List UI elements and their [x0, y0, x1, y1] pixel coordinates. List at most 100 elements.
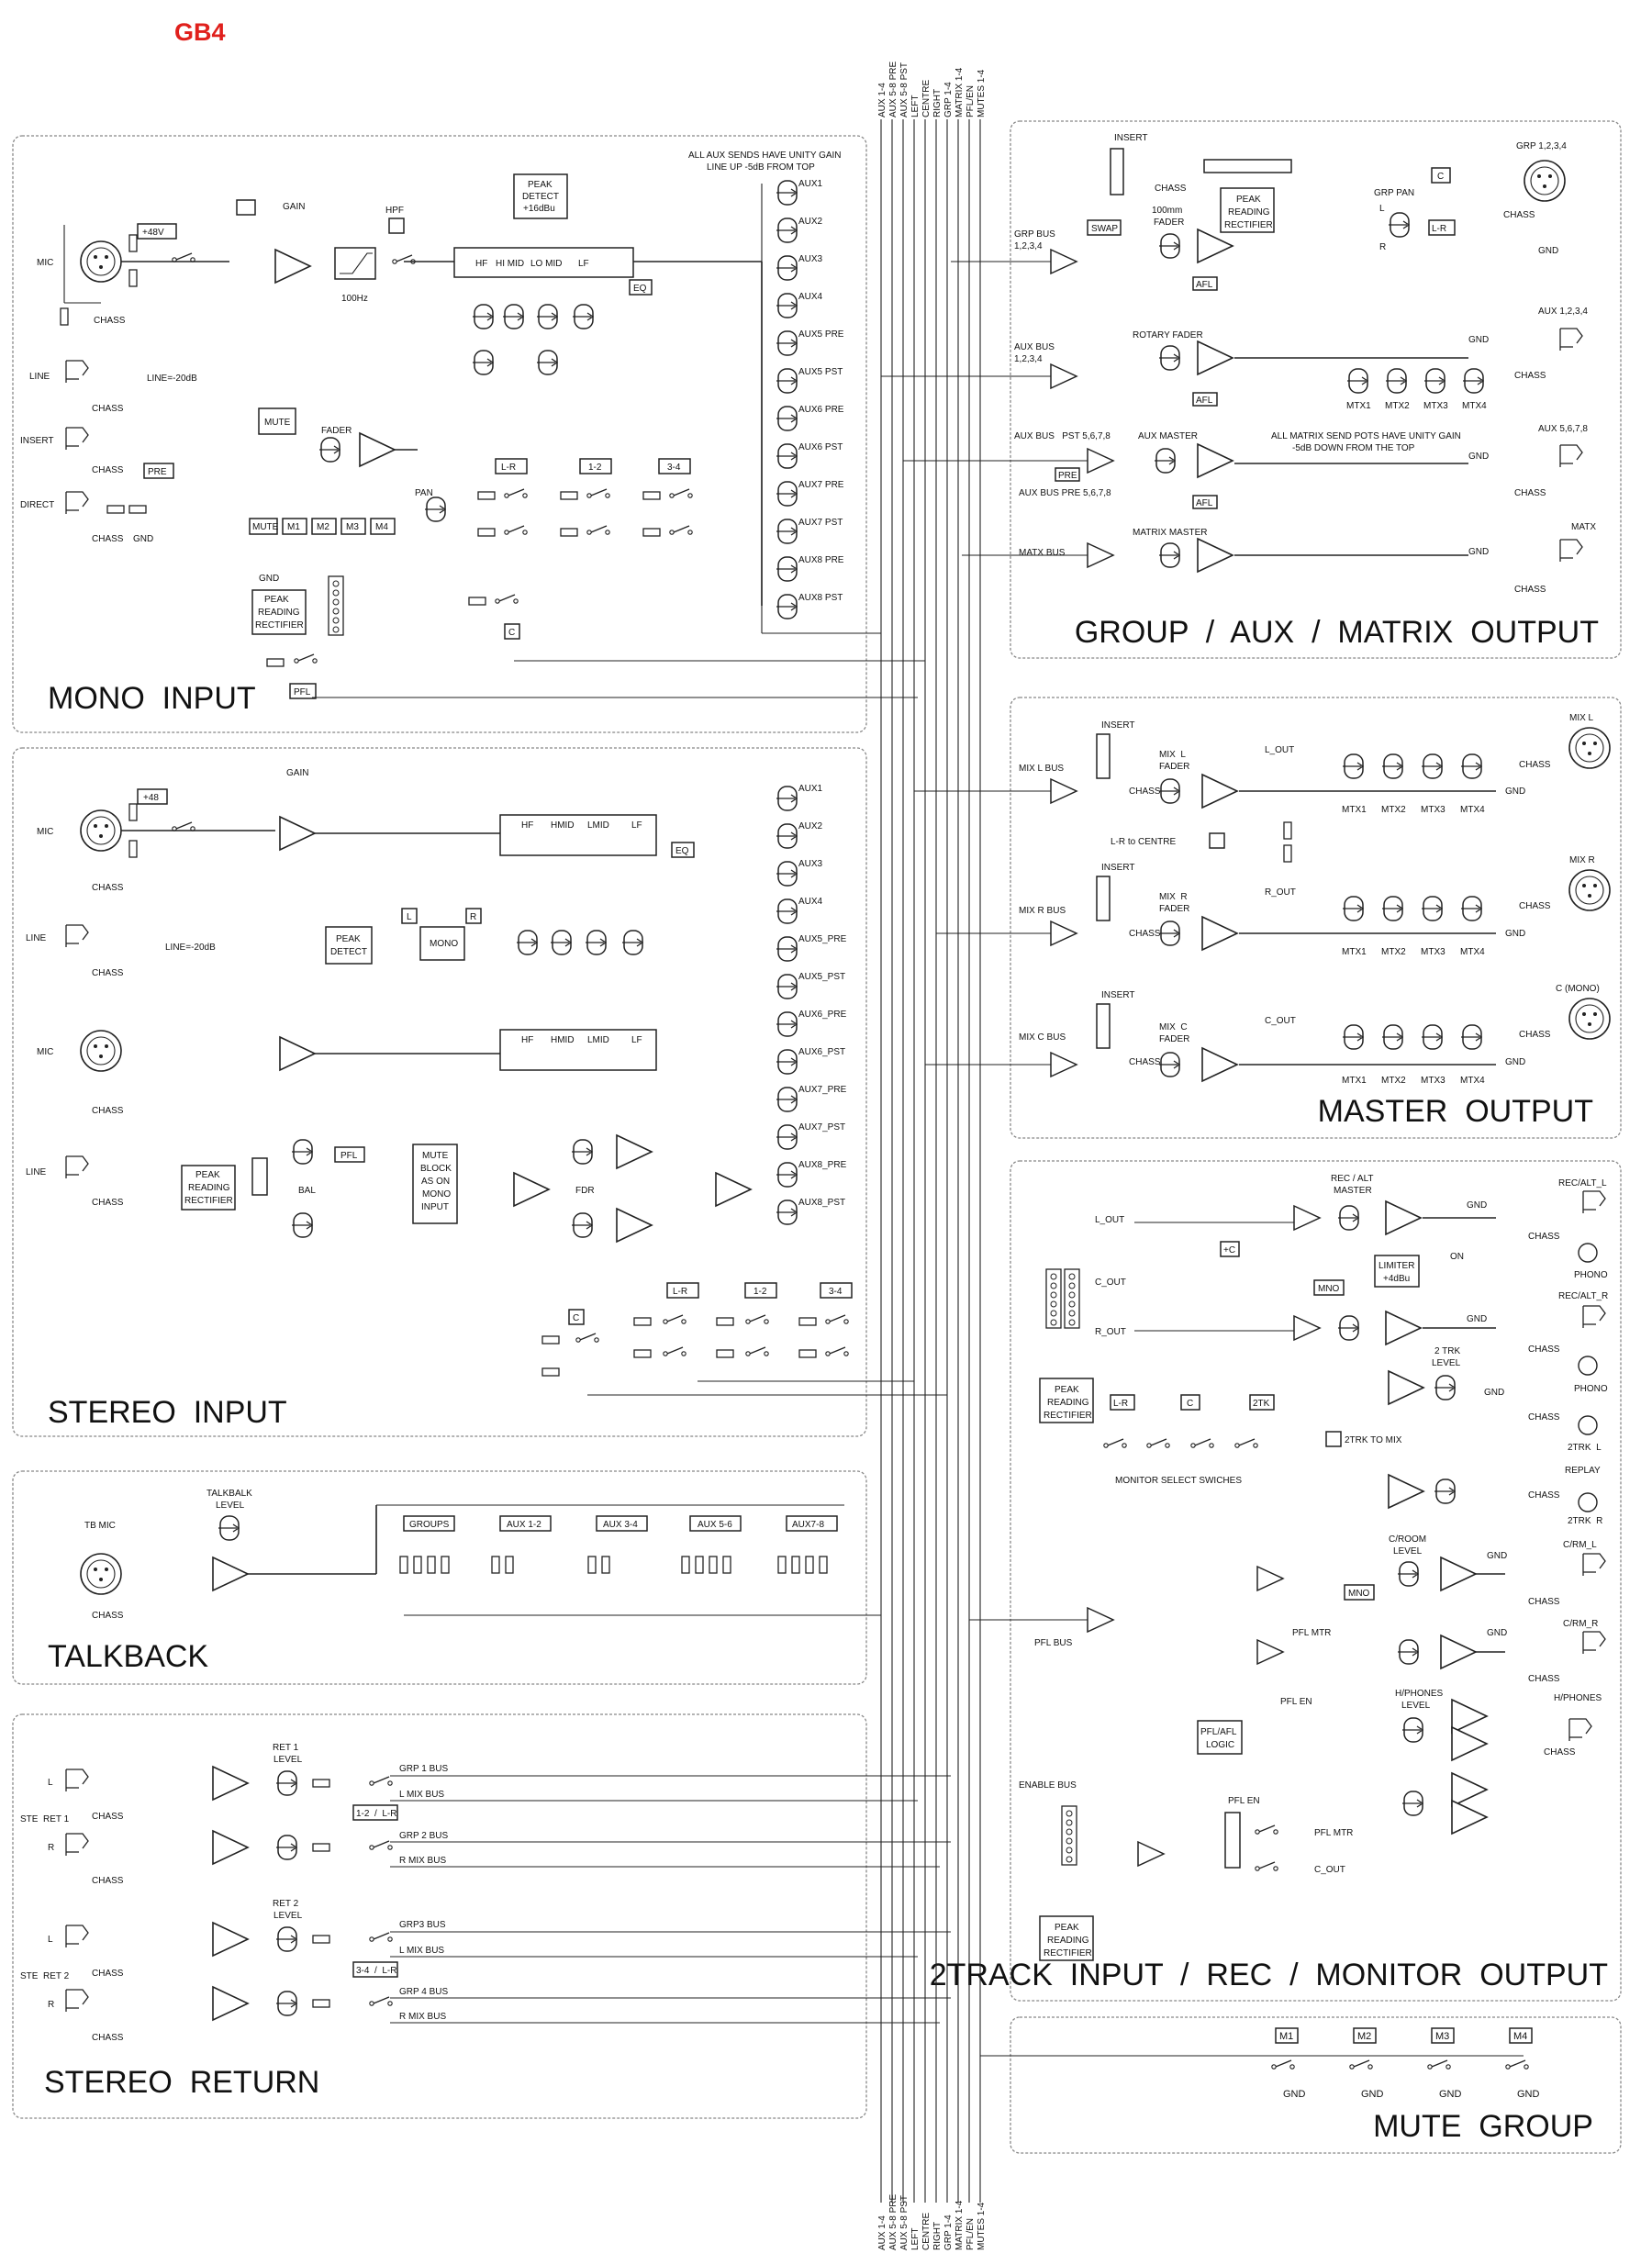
tt-plusc: +C: [1223, 1245, 1235, 1255]
mr-mixr: MIX R: [1569, 855, 1595, 865]
stereo-route-34: 3-4: [829, 1287, 843, 1297]
stereo-eq2-lf: LF: [631, 1035, 642, 1045]
talkback-circuit: TB MIC CHASS TALKBALK LEVEL GROUPS AUX 1…: [80, 1489, 881, 1621]
stereo-line2-label: LINE: [26, 1167, 47, 1177]
mr-chass: CHASS: [1129, 929, 1161, 939]
ml-bus: MIX L BUS: [1019, 764, 1064, 774]
matx-chass: CHASS: [1514, 585, 1546, 595]
mono-eq-himid: HI MID: [496, 259, 524, 269]
tt-chass7: CHASS: [1544, 1747, 1576, 1757]
grp-c: C: [1437, 172, 1444, 182]
mc-chass2: CHASS: [1519, 1030, 1551, 1040]
mute-group-gnd: GND: [1439, 2089, 1462, 2100]
stereo-aux-tap: AUX7_PST: [798, 1122, 845, 1133]
tt-recl: REC/ALT_L: [1558, 1178, 1607, 1188]
talkback-heading: TALKBACK: [48, 1639, 208, 1674]
stereo-return-heading: STEREO RETURN: [44, 2065, 319, 2100]
grp-bus1: 1,2,3,4: [1014, 241, 1043, 251]
mono-rect2: READING: [258, 608, 300, 618]
mc-cout: C_OUT: [1265, 1016, 1296, 1026]
mono-aux-tap: AUX5 PRE: [798, 329, 844, 340]
aux-chass: CHASS: [1514, 371, 1546, 381]
tt-trk0: 2 TRK: [1434, 1346, 1460, 1356]
tt-trkmix: 2TRK TO MIX: [1345, 1435, 1402, 1445]
aux2-gnd: GND: [1468, 452, 1489, 462]
stereo-r-label: R: [470, 912, 476, 922]
mono-route-lr: L-R: [501, 463, 516, 473]
aux-pre: PRE: [1058, 471, 1077, 481]
stereo-rect1: PEAK: [195, 1170, 220, 1180]
aux2-afl: AFL: [1196, 498, 1213, 508]
stereo-rect2: READING: [188, 1183, 230, 1193]
lr-centre: L-R to CENTRE: [1111, 837, 1176, 847]
aux-lineup-note: LINE UP -5dB FROM TOP: [707, 162, 815, 173]
mono-c-label: C: [508, 628, 515, 638]
aux-jack2-label: AUX 5,6,7,8: [1538, 424, 1588, 434]
stereo-eq2-hmid: HMID: [551, 1035, 575, 1045]
mr-insert: INSERT: [1101, 863, 1135, 873]
tt-rect2: RECTIFIER: [1044, 1411, 1092, 1421]
aux-bus-pst: AUX BUS PST 5,6,7,8: [1014, 431, 1111, 441]
stereo-gain-label: GAIN: [286, 768, 308, 778]
tt-enable: ENABLE BUS: [1019, 1780, 1077, 1791]
grp-swap: SWAP: [1091, 224, 1118, 234]
mr-gnd: GND: [1505, 929, 1525, 939]
mono-mute-m4: M4: [375, 522, 388, 532]
tt-hphjack: H/PHONES: [1554, 1693, 1602, 1703]
mono-aux-tap: AUX7 PRE: [798, 480, 844, 490]
tt-gnd3: GND: [1484, 1388, 1504, 1398]
mono-eq-lf: LF: [578, 259, 589, 269]
mono-aux-tap: AUX6 PRE: [798, 405, 844, 415]
tt-pflen2: PFL EN: [1228, 1796, 1260, 1806]
ml-mixl: MIX L: [1569, 713, 1594, 723]
mr-mtx: MTX2: [1381, 947, 1406, 957]
mono-peak-label: PEAK: [528, 180, 553, 190]
stereo-eq-hf: HF: [521, 820, 533, 831]
bus-label: MUTES 1-4: [977, 2202, 987, 2250]
mc-fader0: MIX C: [1159, 1022, 1188, 1032]
ret2-bus2: GRP 4 BUS: [399, 1987, 448, 1997]
mc-cmono: C (MONO): [1556, 984, 1600, 994]
tt-monsel: MONITOR SELECT SWICHES: [1115, 1476, 1242, 1486]
aux-master-label: AUX MASTER: [1138, 431, 1198, 441]
mono-input-heading: MONO INPUT: [48, 681, 256, 716]
mc-fader1: FADER: [1159, 1034, 1189, 1044]
rotary-label: ROTARY FADER: [1133, 330, 1203, 340]
grp-chass: CHASS: [1155, 184, 1187, 194]
mono-fader-label: FADER: [321, 426, 352, 436]
bus-lines: [880, 119, 981, 2203]
mtx-label: MTX1: [1346, 401, 1371, 411]
grp-l: L: [1379, 204, 1385, 214]
ret2-chass2: CHASS: [92, 2033, 124, 2043]
master-output-circuit: INSERT CHASS MIX L BUS MIX L FADER L_OUT…: [914, 713, 1611, 1086]
tt-chass2: CHASS: [1528, 1345, 1560, 1355]
ml-mtx: MTX1: [1342, 805, 1367, 815]
tt-crmr: C/RM_R: [1563, 1619, 1598, 1629]
mc-mtx: MTX2: [1381, 1076, 1406, 1086]
master-output-heading: MASTER OUTPUT: [1318, 1094, 1593, 1129]
mono-aux-tap: AUX3: [798, 254, 823, 264]
mr-bus: MIX R BUS: [1019, 906, 1066, 916]
matx-label: MATX: [1571, 522, 1596, 532]
stereo-aux-tap: AUX5_PST: [798, 972, 845, 982]
mono-phantom-box: [137, 223, 177, 240]
stereo-route-12: 1-2: [753, 1287, 767, 1297]
bus-label: AUX 5-8 PST: [899, 2195, 910, 2250]
mono-insert-label: INSERT: [20, 436, 54, 446]
ret2-level1: LEVEL: [273, 1911, 303, 1921]
mono-aux-tap: AUX2: [798, 217, 823, 227]
grp-pan: GRP PAN: [1374, 188, 1414, 198]
stereo-input-panel: [12, 747, 867, 1437]
tt-mno: MNO: [1318, 1284, 1340, 1294]
aux-bus0: AUX BUS: [1014, 342, 1055, 352]
stereo-rect3: RECTIFIER: [184, 1196, 233, 1206]
tt-pflen: PFL EN: [1280, 1697, 1312, 1707]
aux-jack-label: AUX 1,2,3,4: [1538, 307, 1588, 317]
stereo-peak2: DETECT: [330, 947, 367, 957]
stereo-eq2-hf: HF: [521, 1035, 533, 1045]
stereo-aux-tap: AUX4: [798, 897, 823, 907]
mute-group-m: M1: [1279, 2031, 1293, 2042]
stereo-l-label: L: [407, 912, 412, 922]
mono-mute-m2: M2: [317, 522, 329, 532]
